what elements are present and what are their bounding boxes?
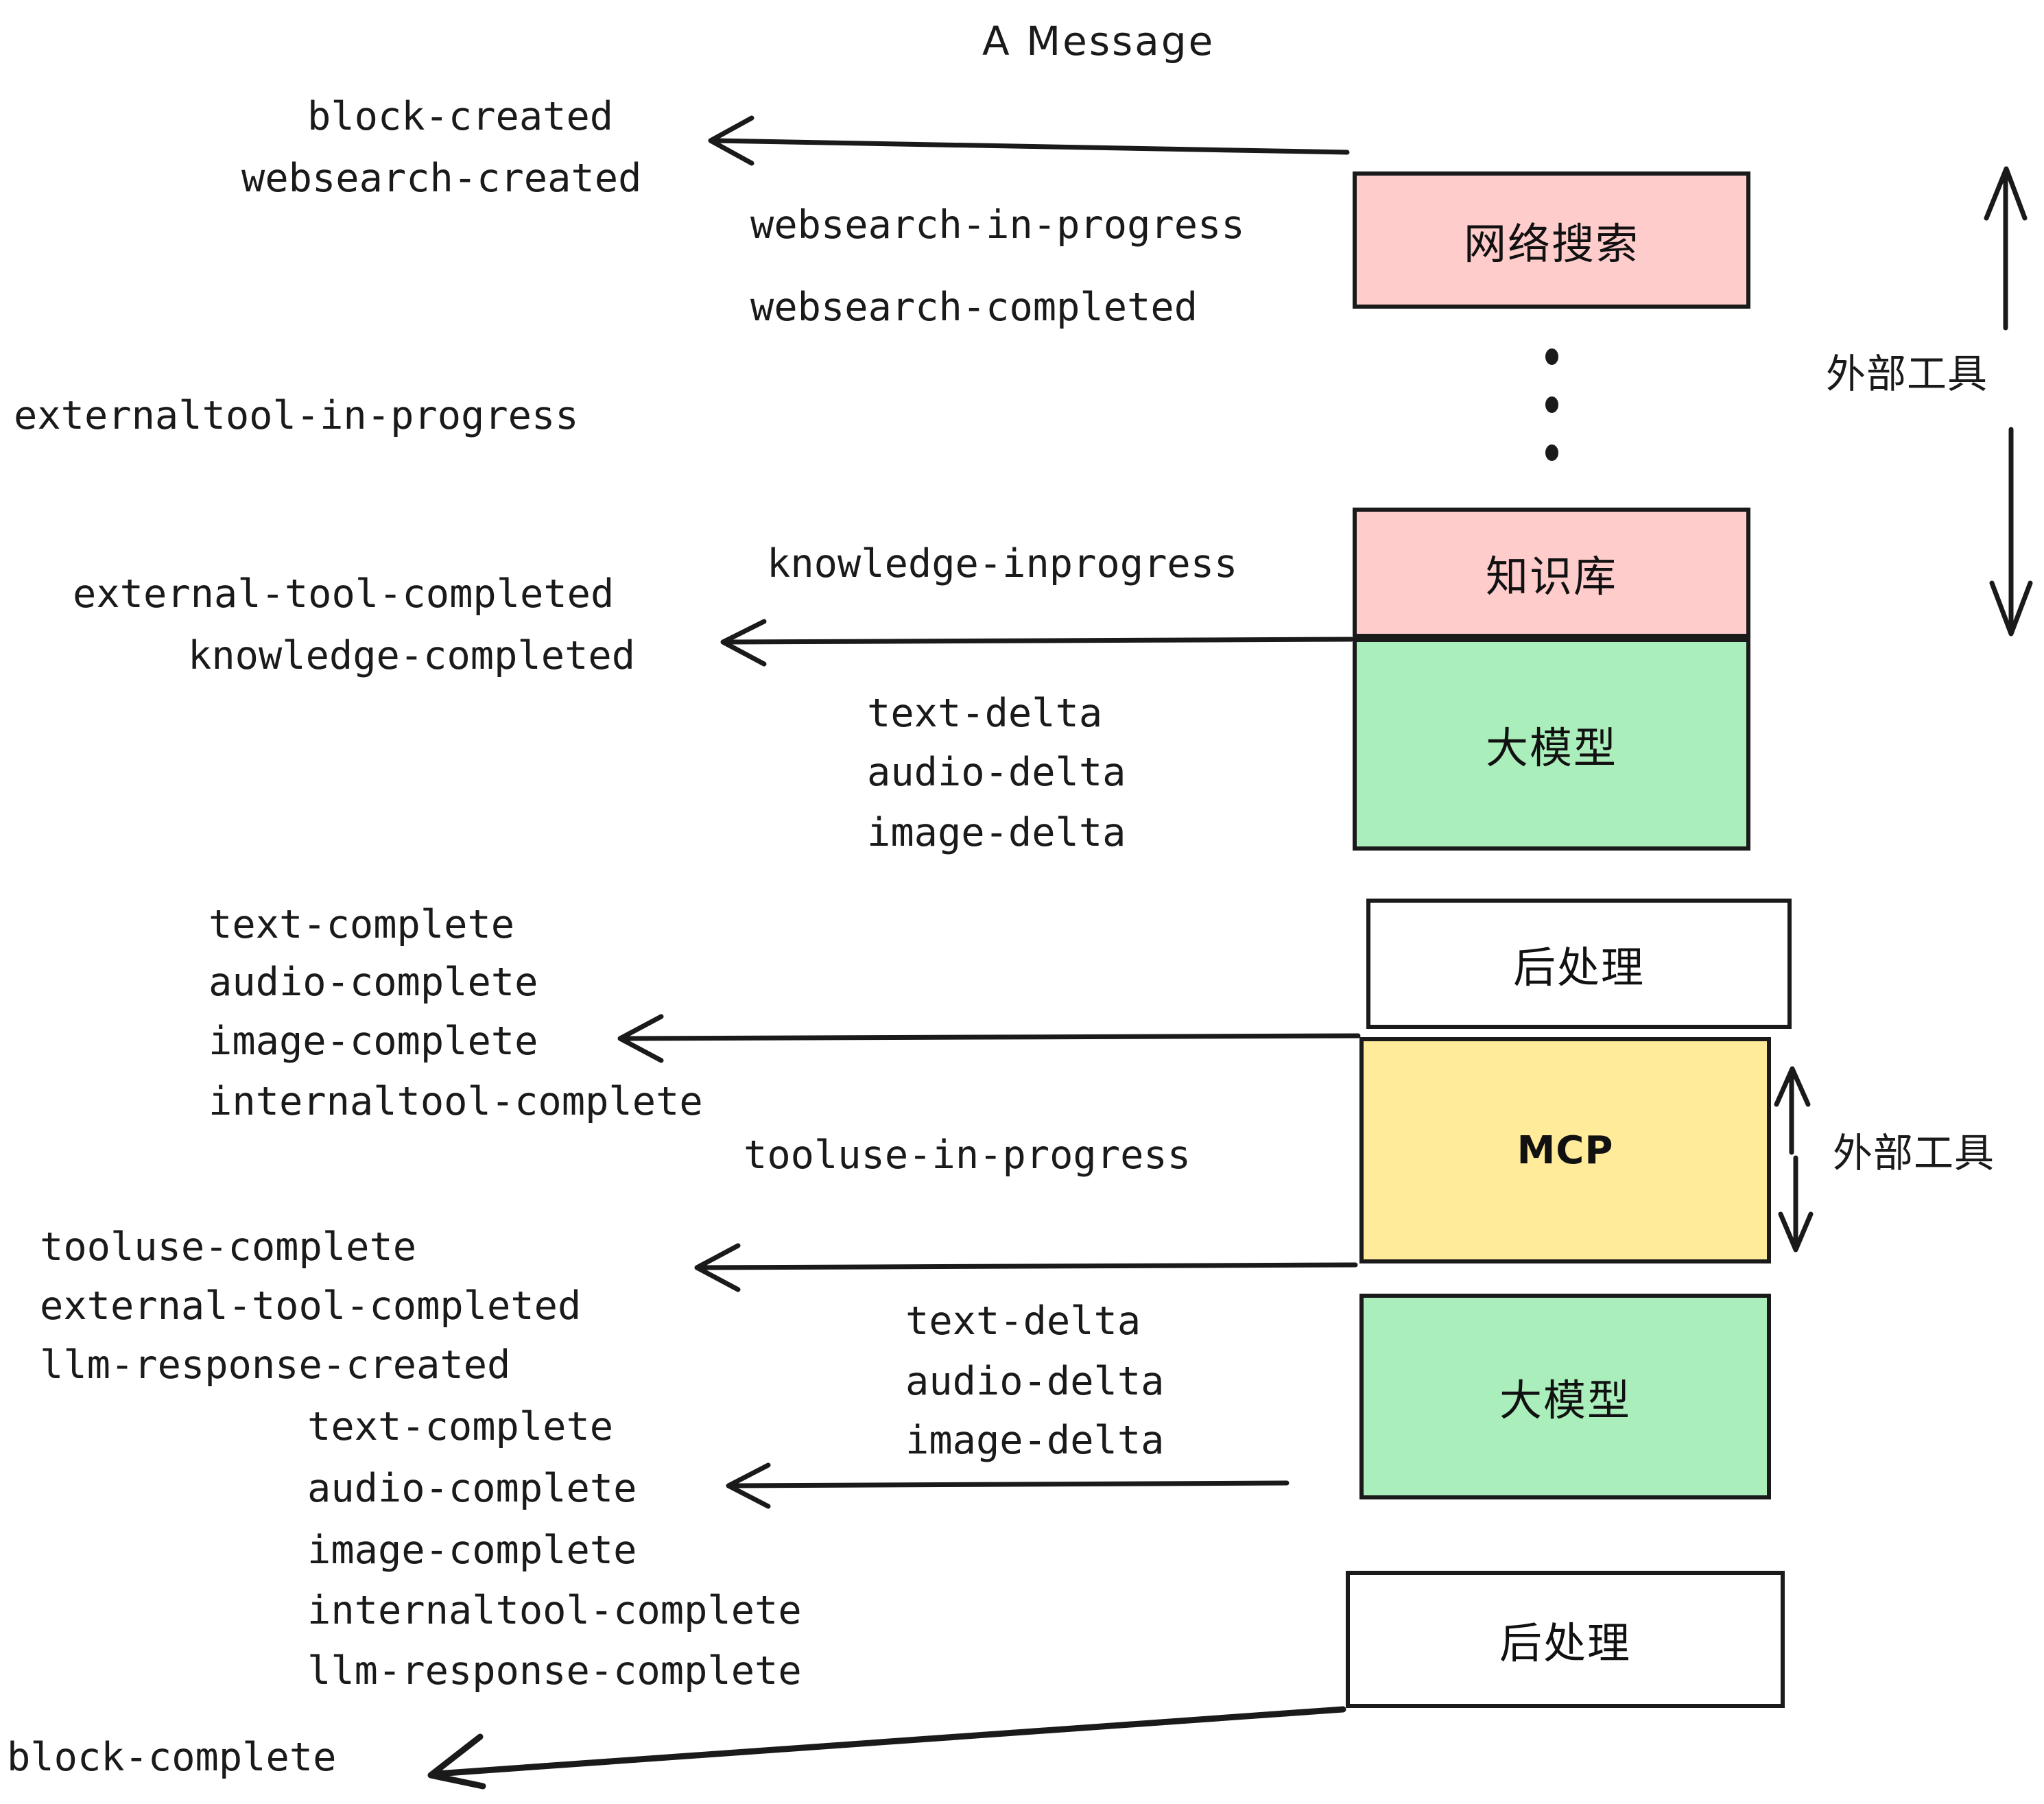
node-box-knowledge[interactable]: 知识库: [1353, 508, 1750, 638]
event-label-websearch-created: websearch-created: [241, 156, 642, 201]
node-box-llm-1[interactable]: 大模型: [1353, 638, 1750, 851]
event-label-audio-complete-1: audio-complete: [209, 960, 538, 1005]
ellipsis-dot-3: [1545, 444, 1558, 461]
event-label-internaltool-complete-1: internaltool-complete: [209, 1079, 703, 1124]
event-label-audio-delta-2: audio-delta: [905, 1359, 1165, 1404]
event-label-text-delta-2: text-delta: [905, 1298, 1141, 1344]
event-label-text-complete-1: text-complete: [209, 902, 515, 947]
node-box-llm-2[interactable]: 大模型: [1359, 1294, 1771, 1499]
node-box-mcp[interactable]: MCP: [1359, 1037, 1771, 1263]
event-label-external-tool-completed-2: external-tool-completed: [40, 1283, 582, 1329]
node-label-llm-1: 大模型: [1485, 723, 1617, 773]
event-label-knowledge-completed: knowledge-completed: [188, 633, 636, 678]
ellipsis-dot-2: [1545, 396, 1558, 413]
event-label-llm-response-complete: llm-response-complete: [307, 1648, 802, 1694]
arrow-knowledge-to-knowledge-completed: [720, 619, 1354, 667]
event-label-websearch-completed: websearch-completed: [750, 285, 1198, 330]
arrow-postprocess2-to-block-complete: [427, 1706, 1346, 1790]
node-label-mcp: MCP: [1517, 1128, 1614, 1173]
diagram-title: A Message: [982, 18, 1215, 64]
event-label-image-complete-2: image-complete: [307, 1528, 637, 1573]
arrow-postprocess1-to-image-complete: [617, 1014, 1361, 1063]
node-label-knowledge: 知识库: [1485, 551, 1617, 602]
event-label-audio-delta-1: audio-delta: [867, 750, 1126, 795]
event-label-llm-response-created: llm-response-created: [40, 1342, 511, 1388]
node-box-postprocess-1[interactable]: 后处理: [1366, 899, 1792, 1029]
event-label-tooluse-complete: tooluse-complete: [40, 1224, 417, 1270]
node-label-postprocess-1: 后处理: [1512, 942, 1645, 993]
event-label-image-complete-1: image-complete: [209, 1019, 538, 1064]
event-label-block-complete: block-complete: [7, 1735, 337, 1780]
event-label-internaltool-complete-2: internaltool-complete: [307, 1588, 802, 1633]
event-label-text-complete-2: text-complete: [307, 1404, 614, 1449]
event-label-websearch-in-progress: websearch-in-progress: [750, 202, 1245, 248]
node-label-llm-2: 大模型: [1499, 1375, 1631, 1425]
arrow-llm2-to-audio-complete: [726, 1462, 1290, 1509]
event-label-audio-complete-2: audio-complete: [307, 1466, 637, 1511]
event-label-external-tool-completed-1: external-tool-completed: [73, 571, 615, 617]
node-label-postprocess-2: 后处理: [1499, 1618, 1631, 1668]
side-label-external-tool-top: 外部工具: [1826, 351, 1988, 397]
side-label-external-tool-bottom: 外部工具: [1833, 1130, 1995, 1176]
event-label-image-delta-1: image-delta: [867, 810, 1126, 855]
event-label-knowledge-inprogress: knowledge-inprogress: [767, 541, 1238, 586]
ellipsis-dot-1: [1545, 348, 1558, 365]
double-arrow-external-tool-top: [1984, 166, 2033, 637]
event-label-tooluse-in-progress: tooluse-in-progress: [744, 1132, 1191, 1178]
double-arrow-external-tool-bottom: [1774, 1066, 1814, 1253]
event-label-text-delta-1: text-delta: [867, 691, 1103, 736]
node-box-postprocess-2[interactable]: 后处理: [1346, 1571, 1785, 1708]
event-label-image-delta-2: image-delta: [905, 1418, 1165, 1463]
node-label-websearch: 网络搜索: [1463, 219, 1639, 269]
event-label-externaltool-in-progress: externaltool-in-progress: [14, 393, 579, 438]
arrow-websearch-to-block-created: [708, 115, 1350, 166]
event-label-block-created: block-created: [307, 94, 614, 139]
arrow-mcp-to-tooluse-complete: [694, 1243, 1358, 1292]
node-box-websearch[interactable]: 网络搜索: [1353, 171, 1750, 309]
